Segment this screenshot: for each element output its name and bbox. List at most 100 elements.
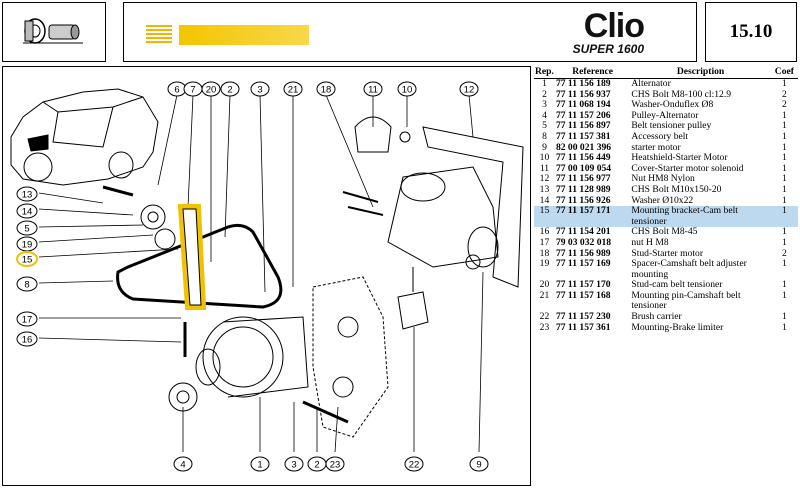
part-rep: 20 [539, 279, 550, 291]
callout-9-label: 9 [476, 460, 481, 471]
callout-8-label: 8 [24, 280, 29, 291]
callout-21-label: 21 [288, 85, 299, 96]
part-coef: 2 [781, 88, 787, 100]
part-coef: 1 [781, 311, 787, 323]
table-row[interactable]: 19 77 11 157 169 Spacer-Camshaft belt adju… [534, 258, 798, 280]
brand-yellow-band [179, 25, 309, 45]
part-rep: 21 [539, 289, 550, 301]
part-coef: 1 [781, 236, 787, 248]
part-coef: 1 [781, 162, 787, 174]
part-description: Stud-Starter motor [631, 247, 704, 259]
part-rep: 23 [539, 321, 550, 333]
callout-16-label: 16 [22, 335, 33, 346]
part-reference: 77 11 157 168 [555, 289, 611, 301]
diagram-drawing [10, 88, 524, 453]
part-reference: 77 11 157 361 [555, 321, 611, 333]
brand-header: Clio SUPER 1600 [123, 2, 697, 62]
callout-14-label: 14 [22, 207, 33, 218]
col-rep-header: Rep. [534, 65, 555, 79]
callout-3-bottom-label: 3 [291, 460, 296, 471]
part-coef: 1 [781, 194, 787, 206]
callout-23-label: 23 [330, 460, 341, 471]
callout-11-label: 11 [368, 85, 378, 96]
part-reference: 77 11 154 201 [555, 226, 611, 238]
part-description: Washer Ø10x22 [631, 194, 694, 206]
part-reference: 77 11 157 381 [555, 130, 611, 142]
bracket-highlight [177, 204, 207, 310]
part-coef: 1 [781, 120, 787, 132]
part-reference: 77 11 156 989 [555, 247, 611, 259]
part-coef: 1 [781, 183, 787, 195]
exploded-parts-diagram: 13 14 5 19 15 8 17 16 6 7 20 2 3 21 18 1… [2, 66, 531, 486]
part-description: Brush carrier [631, 311, 682, 323]
part-rep: 14 [539, 194, 550, 206]
part-rep: 8 [542, 130, 547, 142]
part-rep: 4 [542, 109, 547, 121]
table-row[interactable]: 21 77 11 157 168 Mounting pin-Camshaft bel… [534, 289, 798, 312]
callout-17-label: 17 [22, 315, 33, 326]
callout-4-label: 4 [180, 460, 185, 471]
part-rep: 9 [542, 141, 547, 153]
callout-1-label: 1 [257, 460, 262, 471]
part-rep: 1 [542, 78, 547, 89]
part-coef: 1 [781, 258, 787, 270]
col-reference-header: Reference [554, 66, 631, 79]
part-rep: 10 [539, 152, 550, 164]
part-description: Belt tensioner pulley [631, 120, 712, 132]
part-description: Mounting pin-Camshaft belt tensioner [631, 289, 741, 312]
part-reference: 77 11 156 449 [555, 152, 611, 164]
callout-13-label: 13 [22, 190, 33, 201]
part-rep: 22 [539, 311, 550, 323]
car-thumbnail [10, 88, 159, 186]
brand-logo-subtitle: SUPER 1600 [572, 42, 644, 56]
part-description: CHS Bolt M8-45 [631, 226, 698, 238]
part-description: Nut HM8 Nylon [631, 173, 695, 185]
col-description-header: Description [630, 66, 771, 79]
part-rep: 15 [534, 205, 555, 228]
part-coef: 1 [781, 152, 787, 164]
callout-18-label: 18 [321, 85, 332, 96]
part-description: Washer-Onduflex Ø8 [631, 99, 714, 111]
part-coef: 2 [781, 247, 787, 259]
part-coef: 1 [781, 321, 787, 333]
part-rep: 17 [539, 236, 550, 248]
part-description: Alternator [631, 78, 671, 89]
callout-19-label: 19 [22, 240, 33, 251]
part-reference: 77 11 068 194 [555, 99, 611, 111]
part-coef: 1 [781, 226, 787, 238]
part-coef: 1 [781, 78, 787, 89]
callout-7-label: 7 [190, 85, 195, 96]
part-reference: 77 11 157 170 [555, 279, 611, 291]
part-coef: 1 [781, 109, 787, 121]
part-reference: 82 00 021 396 [555, 141, 612, 153]
engine-thumbnail-box [2, 2, 106, 62]
part-description: Mounting bracket-Cam belt tensioner [630, 205, 771, 228]
part-reference: 77 11 157 169 [555, 258, 611, 270]
part-coef: 1 [781, 141, 787, 153]
part-rep: 19 [539, 258, 550, 270]
callout-10-label: 10 [402, 85, 413, 96]
part-reference: 77 11 157 171 [554, 205, 631, 228]
part-description: Spacer-Camshaft belt adjuster mounting [631, 258, 747, 280]
